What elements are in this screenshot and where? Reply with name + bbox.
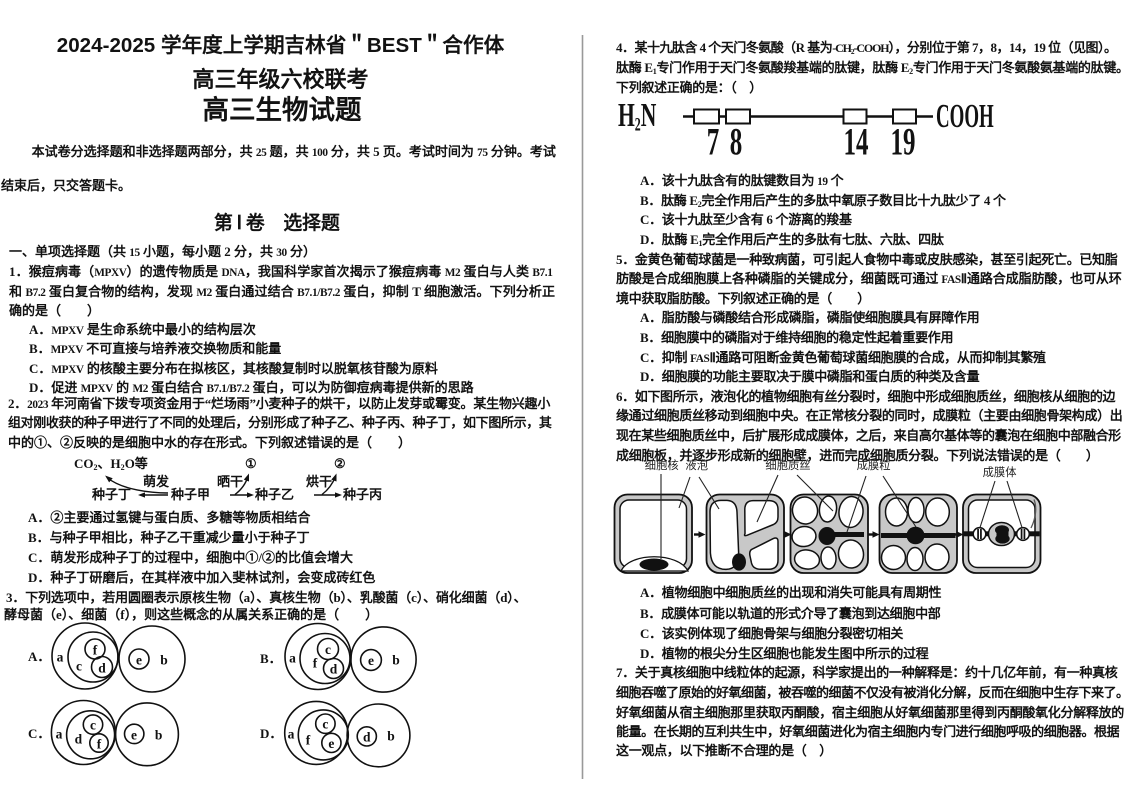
svg-text:d: d	[330, 662, 338, 677]
svg-text:b: b	[392, 653, 400, 668]
svg-text:d: d	[363, 730, 371, 745]
svg-text:e: e	[136, 653, 142, 668]
svg-text:a: a	[57, 650, 64, 665]
svg-text:a: a	[288, 727, 295, 742]
svg-text:d: d	[98, 661, 106, 676]
svg-text:e: e	[368, 653, 374, 668]
svg-text:b: b	[387, 729, 395, 744]
svg-text:c: c	[90, 718, 96, 733]
svg-text:a: a	[56, 727, 63, 742]
svg-text:e: e	[131, 728, 137, 743]
svg-text:b: b	[155, 728, 163, 743]
svg-text:c: c	[325, 642, 331, 657]
svg-text:f: f	[97, 737, 102, 752]
svg-text:c: c	[322, 717, 328, 732]
svg-text:d: d	[75, 732, 83, 747]
svg-text:f: f	[306, 733, 311, 748]
svg-text:b: b	[160, 653, 168, 668]
svg-text:f: f	[93, 643, 98, 658]
svg-text:f: f	[313, 656, 318, 671]
svg-text:e: e	[328, 736, 334, 751]
svg-text:a: a	[289, 651, 296, 666]
svg-text:c: c	[76, 659, 82, 674]
